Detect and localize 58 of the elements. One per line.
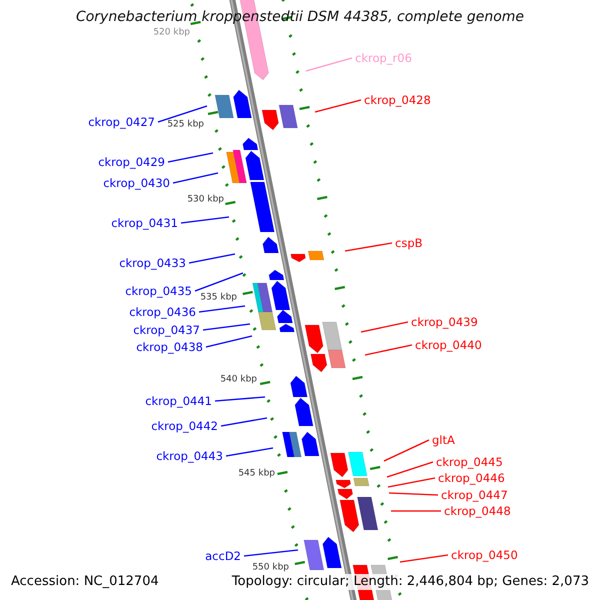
scale-label: 535 kbp [200, 292, 237, 304]
gene-label: ckrop_0438 [136, 340, 203, 354]
gene-label: ckrop_0443 [156, 449, 223, 463]
leader-line [158, 105, 208, 123]
leader-line [194, 272, 244, 292]
leader-line [226, 447, 274, 457]
gene-label: ckrop_0436 [129, 305, 196, 319]
gene-label: ckrop_0440 [415, 338, 482, 352]
gene-label: ckrop_0427 [88, 115, 155, 129]
leader-line [188, 253, 236, 264]
genome-info-text: Topology: circular; Length: 2,446,804 bp; Genes: 2,073 [230, 574, 591, 590]
gene-label: ckrop_0431 [111, 216, 178, 230]
leader-line [360, 321, 408, 333]
leader-line [220, 417, 268, 427]
gene-label: ckrop_0450 [451, 548, 518, 562]
leader-line [364, 344, 412, 356]
gene-label: ckrop_0437 [133, 323, 200, 337]
title: Corynebacterium kroppenstedtii DSM 44385, complete genome [74, 8, 526, 26]
gene-label: ckrop_0433 [119, 256, 186, 270]
leader-line [198, 305, 246, 313]
scale-label: 550 kbp [252, 562, 289, 574]
gene-label: ckrop_0446 [438, 471, 505, 485]
leader-line [391, 510, 441, 512]
gene-label: gltA [432, 433, 455, 447]
gene-label: cspB [395, 236, 423, 250]
gene-label: accD2 [205, 549, 241, 563]
leader-line [314, 99, 362, 113]
scale-label: 530 kbp [187, 194, 224, 206]
gene-label: ckrop_0442 [151, 419, 218, 433]
scale-label: 545 kbp [238, 468, 275, 480]
leader-line [168, 152, 214, 163]
leader-line [202, 323, 250, 331]
gene-label: ckrop_0447 [441, 488, 508, 502]
leader-line [206, 335, 252, 348]
leader-line [244, 549, 298, 557]
leader-line [172, 172, 218, 184]
leader-line [388, 477, 436, 488]
gene-label: ckrop_0448 [444, 504, 511, 518]
leader-line [306, 57, 352, 72]
scale-label: 540 kbp [220, 374, 257, 386]
leader-line [386, 461, 434, 478]
gene-label: ckrop_0435 [125, 284, 192, 298]
leader-line [384, 439, 430, 462]
scale-label: 520 kbp [153, 28, 190, 38]
scale-label: 525 kbp [167, 120, 204, 130]
leader-line [400, 554, 448, 563]
gene-label: ckrop_0429 [98, 155, 165, 169]
gene-label: ckrop_r06 [355, 51, 412, 65]
leader-line [180, 216, 230, 224]
gene-label: ckrop_0430 [103, 176, 170, 190]
leader-line [344, 242, 392, 252]
gene-label: ckrop_0439 [411, 315, 478, 329]
gene-label: ckrop_0441 [145, 394, 212, 408]
leader-line [388, 492, 438, 496]
gene-label: ckrop_0428 [364, 93, 431, 107]
accession-text: Accession: NC_012704 [9, 574, 161, 590]
gene-label: ckrop_0445 [436, 455, 503, 469]
leader-line [214, 396, 266, 402]
